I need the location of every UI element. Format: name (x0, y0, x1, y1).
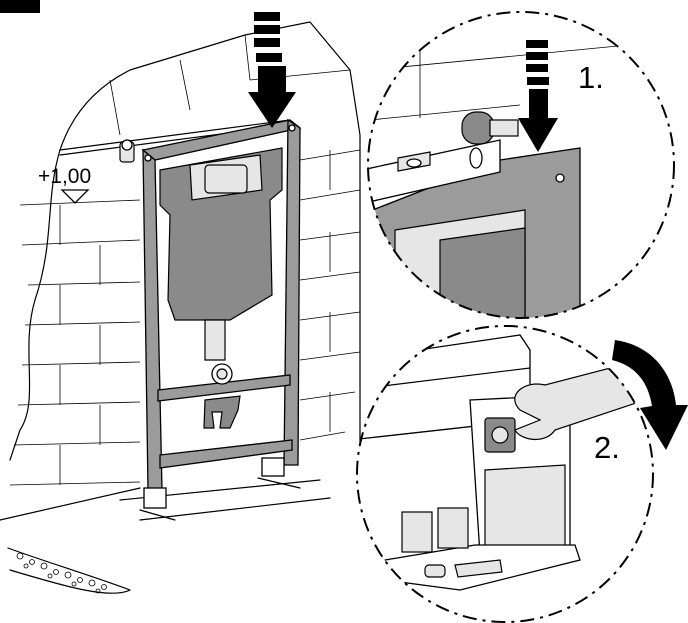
push-down-arrow-icon (518, 40, 558, 152)
turn-arrow-icon (612, 340, 688, 450)
cistern (159, 147, 283, 429)
level-mark-label: +1,00 (38, 165, 91, 188)
wall (0, 21, 361, 521)
push-down-arrow-icon (248, 12, 296, 128)
wall-anchor-icon (119, 139, 135, 163)
detail-1-circle: 1. (367, 11, 675, 319)
gravel (7, 547, 131, 594)
step-2-label: 2. (594, 430, 620, 465)
corner-block (0, 0, 40, 13)
step-1-label: 1. (578, 60, 604, 95)
detail-2-circle: 2. (356, 325, 688, 623)
level-triangle-icon (60, 189, 90, 204)
installation-frame (139, 118, 302, 521)
